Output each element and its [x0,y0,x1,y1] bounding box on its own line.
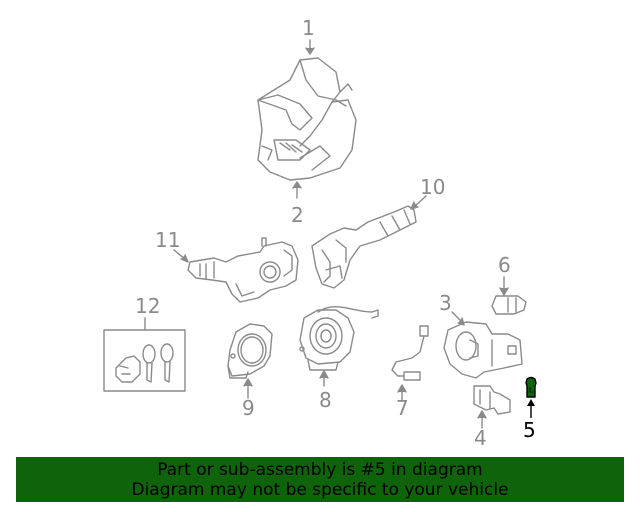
callout-label-4[interactable]: 4 [474,426,487,450]
callout-label-8[interactable]: 8 [319,388,332,412]
turn-signal-switch-illustration [187,237,299,303]
lock-switch-bracket-illustration [473,385,511,415]
callout-label-7[interactable]: 7 [396,396,409,420]
callout-label-1[interactable]: 1 [302,16,315,40]
parts-diagram [103,39,537,429]
callout-label-9[interactable]: 9 [242,396,255,420]
callout-label-2[interactable]: 2 [291,203,304,227]
key-interlock-solenoid-illustration [491,295,527,315]
callout-label-6[interactable]: 6 [498,253,511,277]
ignition-lock-housing-illustration [443,321,523,379]
spiral-cable-illustration [299,306,379,371]
banner-part-line: Part or sub-assembly is #5 in diagram [157,460,483,480]
callout-label-10[interactable]: 10 [420,175,446,199]
callout-label-12[interactable]: 12 [135,294,161,318]
callout-label-11[interactable]: 11 [155,228,181,252]
key-reminder-switch-highlighted [525,376,537,398]
callout-label-5[interactable]: 5 [523,418,536,442]
callout-label-3[interactable]: 3 [439,291,452,315]
lock-cylinder-keys-illustration [115,343,174,383]
wiper-switch-illustration [311,205,417,289]
sensor-harness-illustration [391,325,429,381]
steering-column-cover-illustration [257,57,357,181]
banner-disclaimer-line: Diagram may not be specific to your vehi… [131,480,509,500]
steering-angle-sensor-illustration [227,323,273,379]
part-info-banner: Part or sub-assembly is #5 in diagram Di… [16,457,624,502]
